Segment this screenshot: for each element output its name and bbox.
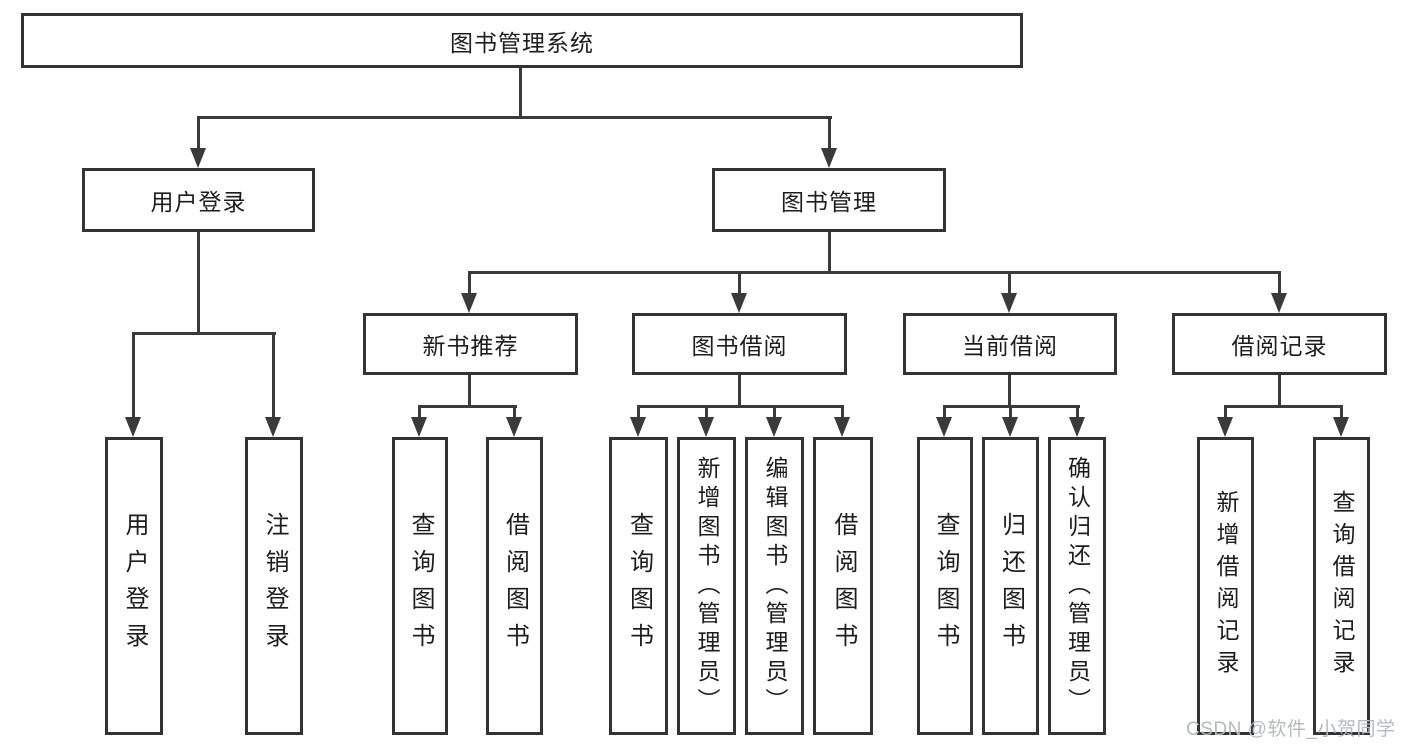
connector-line: [272, 332, 275, 419]
connector-line: [828, 116, 831, 150]
arrow-down-icon: [506, 417, 522, 437]
leaf-confirm-return-admin: 确认归还（管理员）: [1048, 437, 1106, 735]
arrow-down-icon: [698, 417, 714, 437]
connector-line: [468, 375, 471, 408]
arrow-down-icon: [1271, 293, 1287, 313]
connector-line: [738, 271, 741, 295]
arrow-down-icon: [1333, 417, 1349, 437]
connector-line: [1278, 271, 1281, 295]
connector-line: [519, 68, 522, 118]
connector-line: [841, 405, 844, 419]
leaf-query-books-current: 查询图书: [917, 437, 973, 735]
connector-line: [1224, 405, 1343, 408]
arrow-down-icon: [731, 293, 747, 313]
leaf-return-books: 归还图书: [982, 437, 1039, 735]
arrow-down-icon: [190, 148, 206, 168]
arrow-down-icon: [936, 417, 952, 437]
node-new-book-recommend: 新书推荐: [363, 313, 578, 375]
connector-line: [197, 232, 200, 335]
connector-line: [1008, 375, 1011, 408]
connector-line: [637, 405, 640, 419]
leaf-add-borrow-record: 新增借阅记录: [1197, 437, 1254, 735]
csdn-watermark: CSDN @软件_小贺同学: [1186, 719, 1396, 740]
arrow-down-icon: [1001, 293, 1017, 313]
connector-line: [828, 232, 831, 274]
arrow-down-icon: [265, 417, 281, 437]
connector-line: [637, 405, 844, 408]
connector-line: [468, 271, 471, 295]
arrow-down-icon: [630, 417, 646, 437]
connector-line: [1224, 405, 1227, 419]
leaf-user-login: 用户登录: [105, 437, 163, 735]
connector-line: [1076, 405, 1079, 419]
leaf-logout-login: 注销登录: [245, 437, 303, 735]
arrow-down-icon: [125, 417, 141, 437]
leaf-add-books-admin: 新增图书（管理员）: [677, 437, 736, 735]
arrow-down-icon: [411, 417, 427, 437]
connector-line: [1278, 375, 1281, 408]
connector-line: [197, 116, 200, 150]
connector-line: [418, 405, 421, 419]
node-user-login: 用户登录: [82, 168, 315, 232]
connector-line: [943, 405, 946, 419]
node-current-borrow: 当前借阅: [903, 313, 1117, 375]
connector-line: [1009, 405, 1012, 419]
node-borrow-records: 借阅记录: [1172, 313, 1387, 375]
arrow-down-icon: [461, 293, 477, 313]
node-book-management: 图书管理: [712, 168, 946, 232]
node-book-borrow: 图书借阅: [632, 313, 847, 375]
leaf-borrow-books-borrow: 借阅图书: [813, 437, 873, 735]
arrow-down-icon: [766, 417, 782, 437]
connector-line: [418, 405, 517, 408]
connector-line: [773, 405, 776, 419]
connector-line: [132, 332, 276, 335]
connector-line: [197, 116, 832, 119]
connector-line: [1340, 405, 1343, 419]
arrow-down-icon: [834, 417, 850, 437]
leaf-borrow-books-recommend: 借阅图书: [486, 437, 543, 735]
arrow-down-icon: [1217, 417, 1233, 437]
connector-line: [1008, 271, 1011, 295]
leaf-query-borrow-record: 查询借阅记录: [1313, 437, 1370, 735]
arrow-down-icon: [1069, 417, 1085, 437]
connector-line: [738, 375, 741, 408]
connector-line: [468, 271, 1281, 274]
connector-line: [132, 332, 135, 419]
leaf-query-books-borrow: 查询图书: [609, 437, 668, 735]
arrow-down-icon: [1002, 417, 1018, 437]
arrow-down-icon: [821, 148, 837, 168]
connector-line: [705, 405, 708, 419]
connector-line: [513, 405, 516, 419]
leaf-query-books-recommend: 查询图书: [392, 437, 448, 735]
node-root-system: 图书管理系统: [21, 13, 1023, 68]
leaf-edit-books-admin: 编辑图书（管理员）: [745, 437, 804, 735]
